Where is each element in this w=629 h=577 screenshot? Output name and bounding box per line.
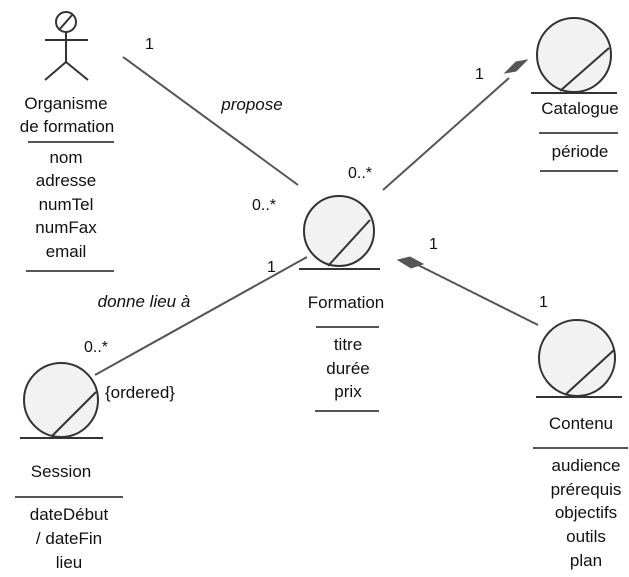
contenu-attr: prérequis [551, 480, 622, 499]
role-label-session: donne lieu à [98, 292, 191, 311]
multiplicity-formation-session: 1 [267, 259, 276, 276]
multiplicity-session: 0..* [84, 339, 108, 356]
session-attr: / dateFin [36, 529, 102, 548]
entity-icon-contenu [536, 319, 622, 398]
multiplicity-organisme: 1 [145, 36, 154, 53]
association-line-contenu [411, 261, 539, 326]
contenu-name: Contenu [549, 414, 613, 433]
role-label-propose: propose [220, 95, 282, 114]
multiplicity-contenu: 1 [539, 294, 548, 311]
entity-icon-session [20, 362, 103, 439]
organisme-attr: nom [49, 148, 82, 167]
organisme-name-line2: de formation [20, 117, 115, 136]
multiplicity-formation-contenu: 1 [429, 236, 438, 253]
contenu-attr: objectifs [555, 503, 617, 522]
session-constraint: {ordered} [105, 383, 175, 402]
formation-name: Formation [308, 293, 385, 312]
session-attr: dateDébut [30, 505, 109, 524]
association-line-session [94, 256, 308, 376]
contenu-attr: audience [551, 456, 620, 475]
aggregation-diamond-contenu [396, 256, 425, 269]
organisme-attr: numFax [35, 218, 97, 237]
catalogue-attr: période [552, 142, 609, 161]
aggregation-diamond-catalogue [503, 59, 529, 74]
session-name: Session [31, 462, 91, 481]
entity-icon-formation [299, 195, 380, 270]
formation-attr: prix [334, 382, 362, 401]
catalogue-name: Catalogue [541, 99, 619, 118]
organisme-attr: email [46, 242, 87, 261]
session-attr: lieu [56, 553, 82, 572]
entity-icon-catalogue [531, 17, 617, 94]
contenu-attr: plan [570, 551, 602, 570]
association-line-catalogue [382, 77, 510, 191]
organisme-attr: numTel [39, 195, 94, 214]
multiplicity-formation-propose: 0..* [252, 197, 276, 214]
contenu-attr: outils [566, 527, 606, 546]
multiplicity-catalogue: 1 [475, 66, 484, 83]
actor-organisme [44, 11, 89, 81]
multiplicity-formation-catalogue: 0..* [348, 165, 372, 182]
organisme-attr: adresse [36, 171, 96, 190]
formation-attr: durée [326, 359, 369, 378]
formation-attr: titre [334, 335, 362, 354]
association-line-propose [122, 56, 299, 186]
organisme-name-line1: Organisme [24, 94, 107, 113]
